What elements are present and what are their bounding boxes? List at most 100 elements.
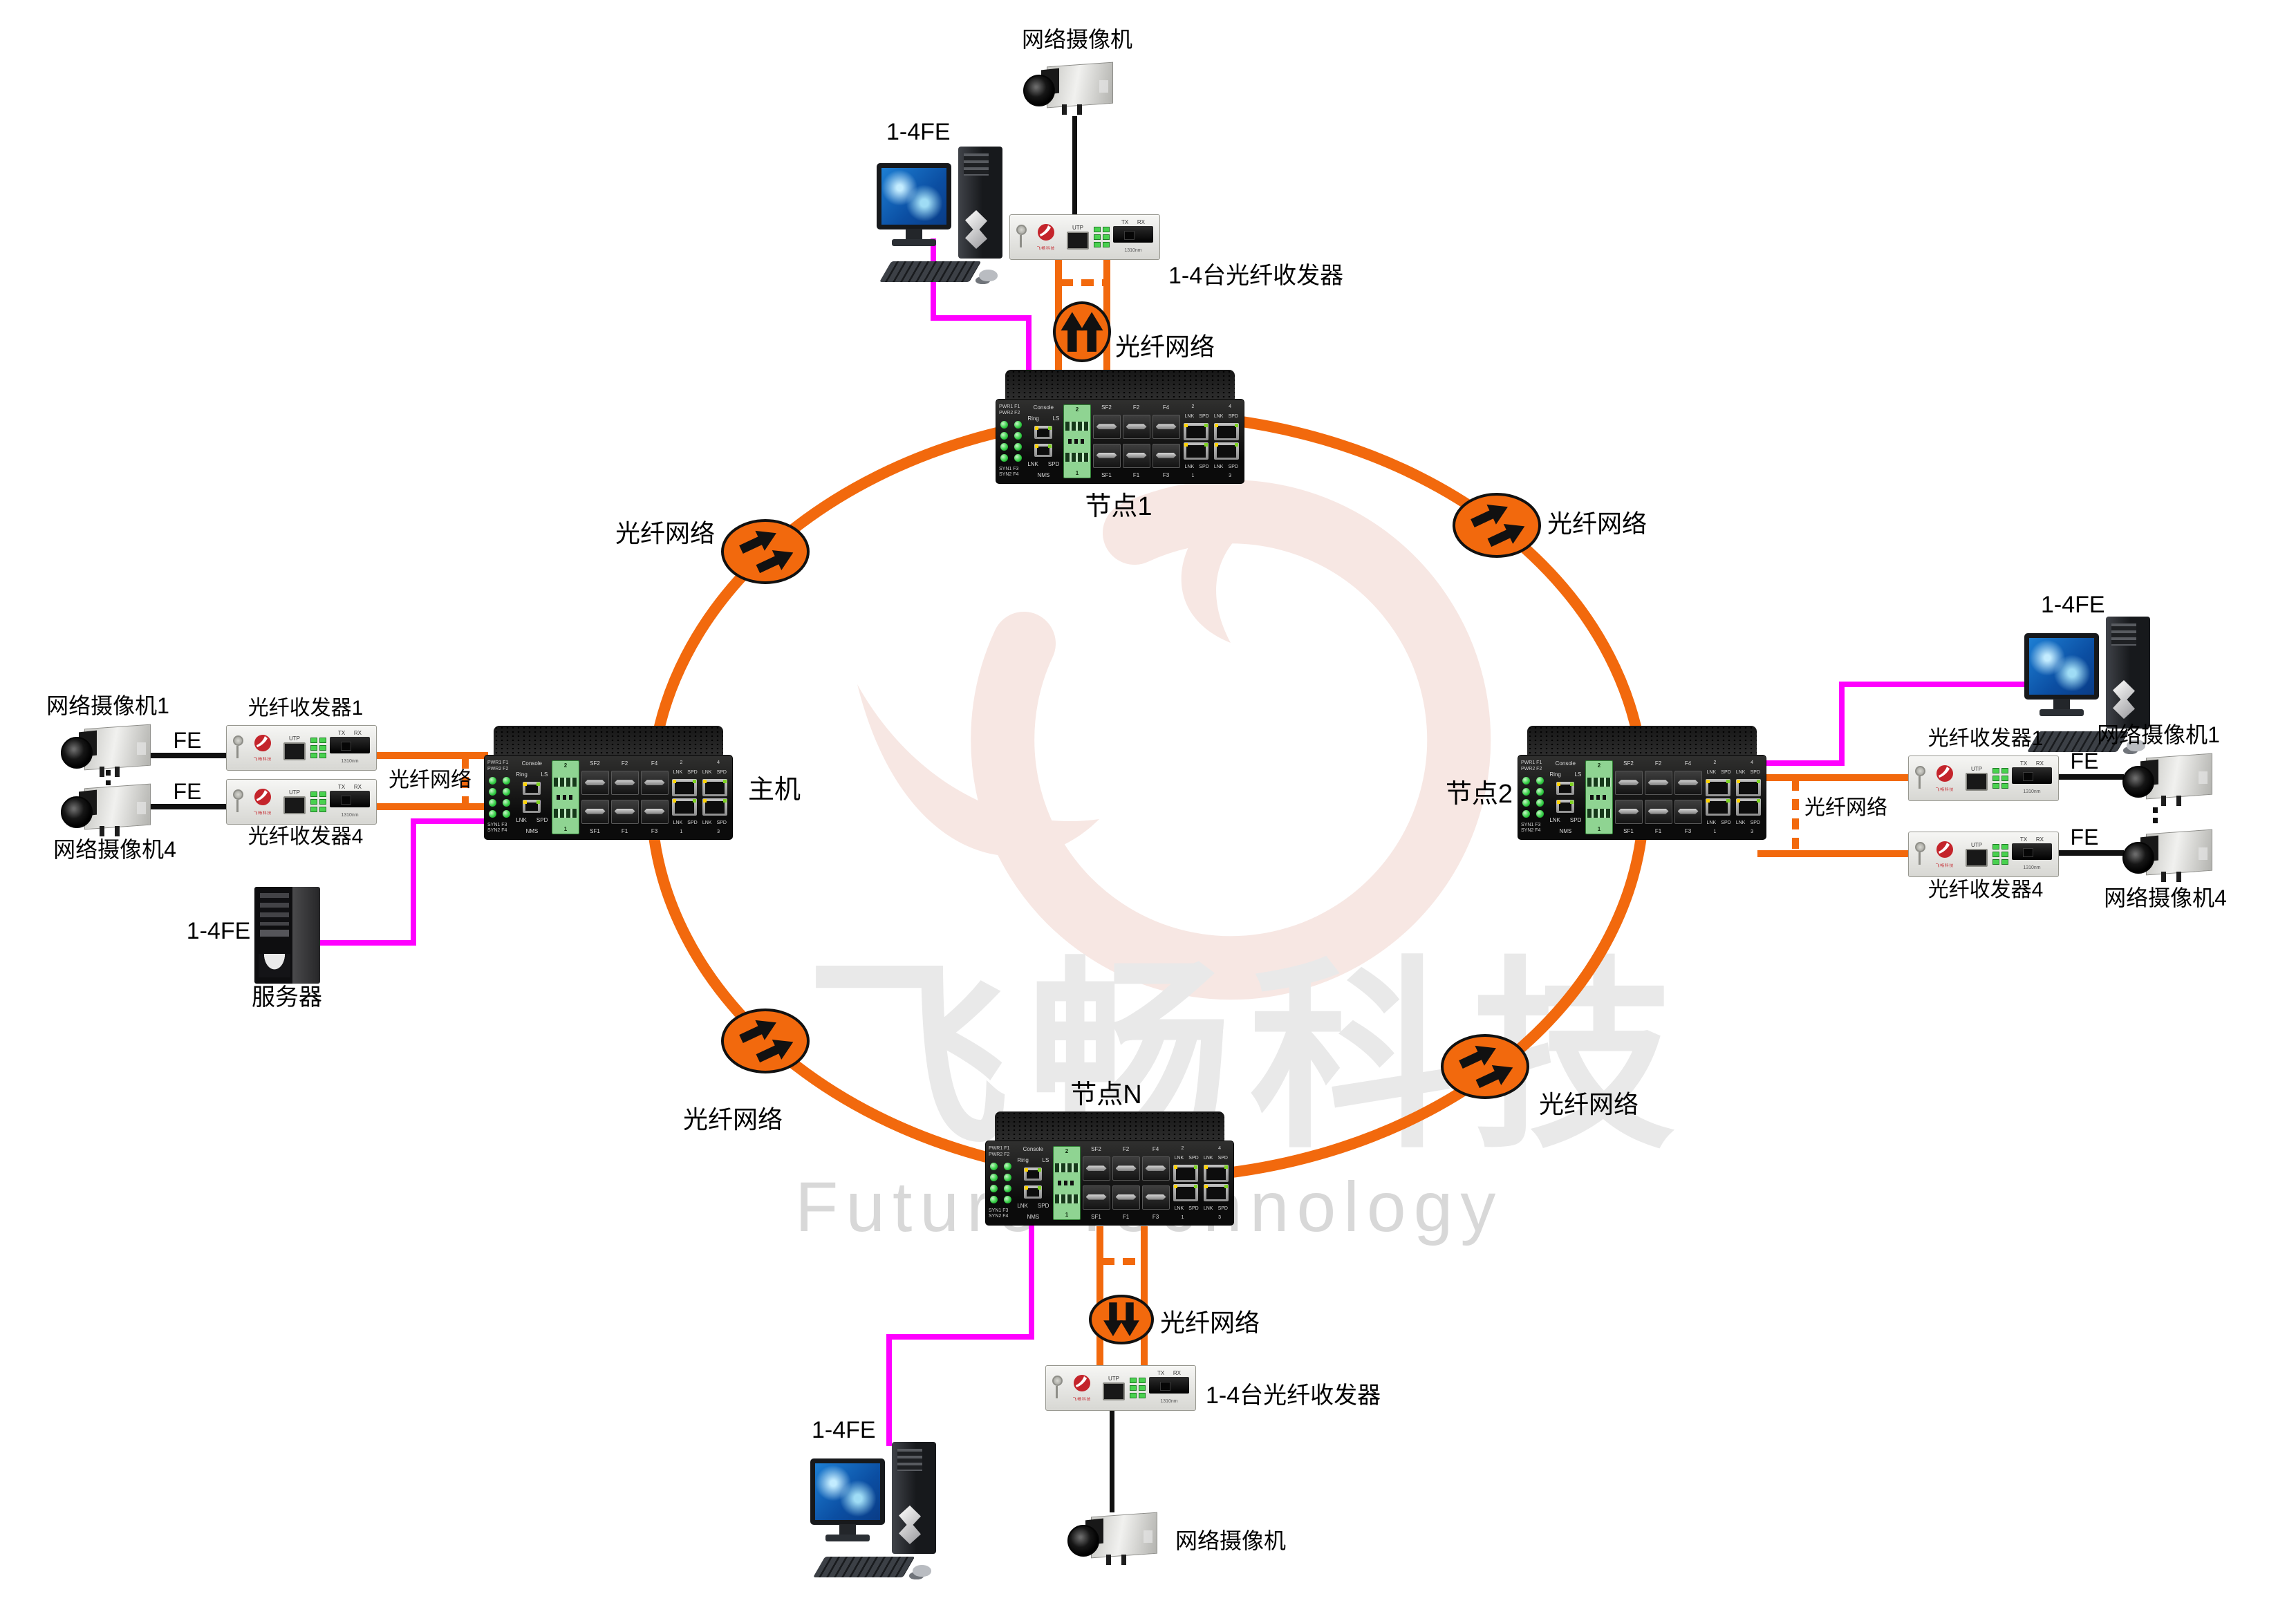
lnk-spd-labels: LNK SPD (1549, 817, 1582, 824)
connection-line (2153, 807, 2158, 827)
sfp-cage (1141, 1185, 1170, 1210)
camera-lens (1023, 75, 1055, 106)
led-labels-top: PWR1 F1 PWR2 F2 (487, 760, 509, 771)
brand-logo-icon (1038, 224, 1054, 241)
camera-label-sticker (137, 802, 146, 814)
terminal-dots (556, 795, 575, 800)
camera-leg (2161, 796, 2166, 806)
lnk-spd-labels: LNK SPD (1027, 461, 1060, 468)
sfp-cage (1082, 1156, 1110, 1181)
sfp-column: F4 F3 (640, 760, 669, 834)
port-numbers-bottom: 1 3 (1713, 829, 1753, 834)
led-indicator (1536, 810, 1544, 818)
led-grid (999, 420, 1023, 463)
diagram-label: 光纤网络 (1115, 332, 1215, 361)
rj45-port (1736, 779, 1762, 796)
fiber-port-block: TX RX 1310nm (1113, 219, 1153, 255)
diagram-label: 光纤收发器1 (248, 697, 364, 720)
power-terminal-block: 2 1 (1063, 404, 1091, 478)
fiber-port-block: TX RX 1310nm (330, 730, 370, 766)
ring-ls-labels: Ring LS (1027, 415, 1060, 422)
led-indicator (1992, 768, 1999, 773)
connection-line (149, 804, 227, 809)
sfp-cage (640, 799, 669, 824)
switch-led-block: PWR1 F1 PWR2 F2 SYN1 F3 SYN2 F4 (1521, 760, 1545, 834)
led-indicator (2001, 859, 2008, 865)
nms-label: NMS (1037, 471, 1050, 478)
diagram-label: 光纤网络 (389, 769, 472, 791)
server-front-detail (259, 954, 290, 977)
led-indicator (1003, 1174, 1011, 1181)
diagram-label: 1-4FE (2041, 592, 2105, 618)
status-leds (1992, 844, 2008, 865)
sfp-cage (1092, 415, 1121, 440)
terminal-dots (1589, 795, 1608, 800)
connection-line (2056, 850, 2124, 856)
camera-label-sticker (2199, 771, 2208, 784)
connection-line (1072, 116, 1077, 216)
camera-lens (61, 796, 93, 828)
copper-ports-block: 2 4 LNK SPD LNK SPD LNK SPD (671, 760, 729, 834)
sfp-column: SF2 SF1 (1092, 404, 1121, 478)
ring-switch-node2: PWR1 F1 PWR2 F2 SYN1 F3 SYN2 F4 Console (1518, 726, 1766, 840)
rj45-port (1556, 782, 1575, 796)
rj45-port (672, 798, 698, 816)
diagram-label: 1-4FE (186, 918, 251, 944)
led-indicator (1014, 432, 1022, 440)
led-grid (989, 1161, 1013, 1205)
port-numbers-top: 2 4 (1713, 760, 1753, 765)
sc-fiber-port (330, 791, 370, 807)
brand-name: 飞畅科技 (1036, 247, 1056, 251)
sfp-cage (610, 771, 639, 796)
utp-port (283, 796, 306, 814)
brand-logo: 飞畅科技 (1030, 223, 1062, 251)
connection-line (311, 940, 416, 946)
fiber-port-block: TX RX 1310nm (2012, 760, 2052, 796)
switch-front-panel: PWR1 F1 PWR2 F2 SYN1 F3 SYN2 F4 Console (985, 1141, 1234, 1226)
port-numbers-bottom: 1 3 (1181, 1215, 1221, 1220)
ring-switch-host: PWR1 F1 PWR2 F2 SYN1 F3 SYN2 F4 Console (484, 726, 733, 840)
nms-label: NMS (1027, 1213, 1040, 1220)
led-indicator (319, 753, 326, 758)
sfp-column: SF2 SF1 (1082, 1146, 1110, 1220)
camera-leg (115, 767, 120, 777)
led-indicator (1000, 432, 1008, 440)
power-terminal-block: 2 1 (1585, 760, 1613, 834)
led-indicator (1014, 454, 1022, 462)
rj45-grid (1182, 423, 1241, 460)
wavelength-label: 1310nm (2023, 865, 2041, 870)
sfp-column: SF2 SF1 (581, 760, 609, 834)
led-indicator (2001, 852, 2008, 857)
status-leds (1992, 768, 2008, 789)
sfp-column: F2 F1 (1644, 760, 1672, 834)
rj45-port (702, 798, 728, 816)
sc-fiber-port (2012, 843, 2052, 860)
led-labels-top: PWR1 F1 PWR2 F2 (999, 404, 1020, 415)
console-label: Console (1555, 760, 1576, 767)
brand-logo-icon (254, 789, 271, 805)
camera-leg (2176, 872, 2181, 882)
diagram-label: 网络摄像机4 (2104, 885, 2227, 910)
utp-port-block: UTP (1966, 766, 1988, 791)
led-indicator (989, 1174, 998, 1181)
rj45-grid (671, 779, 729, 816)
led-indicator (989, 1163, 998, 1170)
fiber-media-converter: 飞畅科技 UTP TX RX 1310nm (1009, 214, 1160, 260)
camera-label-sticker (2199, 847, 2208, 860)
led-indicator (502, 799, 510, 807)
led-indicator (1014, 443, 1022, 451)
diagram-label: 光纤网络 (615, 519, 716, 547)
diagram-label: 光纤网络 (1539, 1090, 1639, 1118)
camera-leg (1121, 1555, 1126, 1565)
led-indicator (488, 788, 496, 796)
led-indicator (2001, 776, 2008, 781)
pc-monitor (2024, 633, 2099, 700)
console-label: Console (1033, 404, 1054, 411)
led-indicator (1000, 454, 1008, 462)
utp-port-block: UTP (1966, 842, 1988, 867)
fiber-network-arrows-badge (1087, 1293, 1156, 1350)
utp-port (1966, 773, 1988, 791)
brand-name: 飞畅科技 (1072, 1398, 1092, 1402)
sfp-cage (1112, 1156, 1140, 1181)
